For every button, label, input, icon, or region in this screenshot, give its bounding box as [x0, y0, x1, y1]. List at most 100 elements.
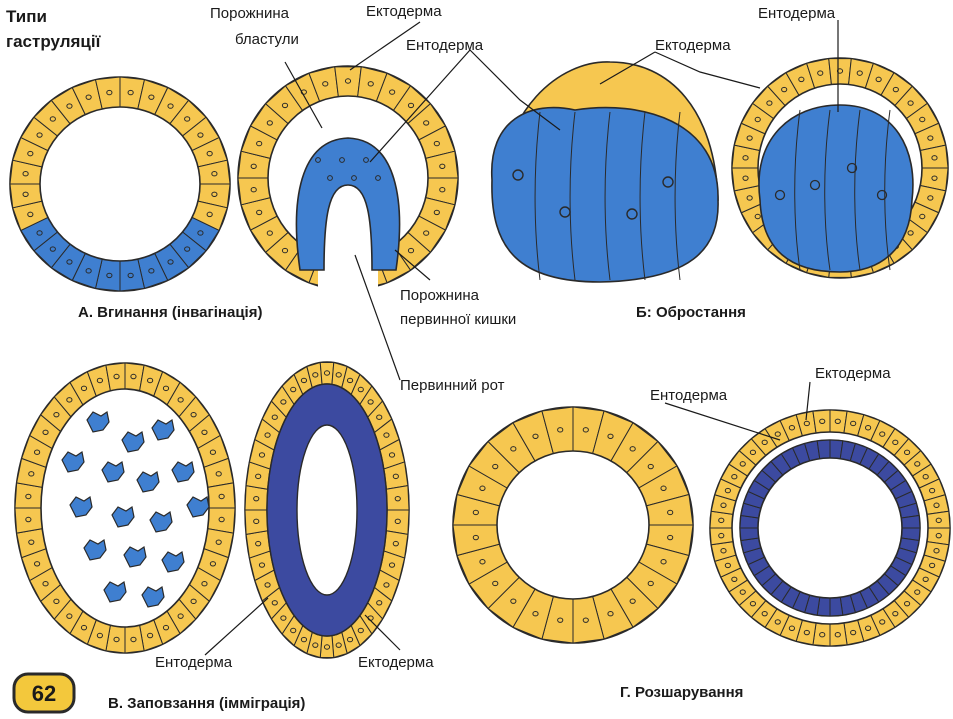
cell-nucleus: [803, 420, 810, 427]
cell-nucleus: [346, 377, 354, 384]
cell-nucleus: [914, 589, 921, 595]
cell-nucleus: [929, 562, 936, 569]
label-ectoderm-a: Ектодерма: [366, 3, 442, 20]
cell-nucleus: [383, 432, 390, 438]
cell-nucleus: [394, 518, 401, 525]
cell-nucleus: [253, 518, 260, 525]
cell-nucleus: [27, 211, 34, 218]
cell-nucleus: [281, 102, 289, 109]
cell: [828, 58, 852, 85]
cell-nucleus: [892, 610, 899, 617]
label-archenteron-line-2: первинної кишки: [400, 311, 516, 328]
archenteron-cavity: [296, 424, 358, 596]
cell-nucleus: [357, 386, 364, 393]
migrating-cell: [86, 411, 110, 433]
cell-nucleus: [510, 446, 517, 452]
label-endoderm-v: Ентодерма: [155, 654, 233, 671]
cell-nucleus: [209, 561, 217, 567]
cell-boundary: [824, 109, 831, 271]
immigration-early-figure: [14, 362, 236, 654]
cell-nucleus: [215, 471, 222, 477]
cell-nucleus: [919, 213, 926, 220]
cell-nucleus: [718, 517, 725, 524]
cell-nucleus: [49, 116, 56, 122]
cell-nucleus: [113, 636, 120, 643]
cell-nucleus: [280, 399, 287, 405]
cell-nucleus: [935, 532, 942, 539]
cell-nucleus: [933, 502, 940, 508]
cell-nucleus: [919, 116, 926, 123]
blastula-figure: [9, 76, 231, 292]
cell-nucleus: [774, 619, 781, 625]
cell: [816, 439, 831, 460]
cell-nucleus: [720, 502, 727, 508]
cell-nucleus: [739, 589, 746, 595]
cell-nucleus: [834, 418, 841, 424]
cell-nucleus: [746, 135, 753, 141]
migrating-cell: [151, 419, 175, 441]
cell-nucleus: [201, 429, 208, 435]
endoderm-mass: [758, 104, 914, 273]
cell-nucleus: [720, 548, 727, 554]
cell-nucleus: [724, 562, 731, 569]
leader-lines: [204, 20, 839, 656]
migrating-cell: [111, 506, 135, 528]
delamination-late-figure: [709, 409, 951, 647]
label-ectoderm-v: Ектодерма: [358, 654, 434, 671]
cell-nucleus: [218, 516, 225, 523]
cell-nucleus: [510, 598, 517, 604]
cell-nucleus: [879, 619, 886, 625]
cell-nucleus: [781, 86, 788, 93]
cell-nucleus: [742, 175, 749, 181]
caption-g: Г. Розшарування: [620, 684, 743, 701]
cell-nucleus: [392, 540, 399, 547]
cell-nucleus: [130, 636, 137, 643]
cell-nucleus: [209, 449, 217, 455]
cell-nucleus: [749, 449, 757, 456]
title-line-2: гаструляції: [6, 32, 102, 51]
cell-nucleus: [323, 644, 331, 650]
cell-nucleus: [817, 70, 824, 76]
cell-nucleus: [761, 610, 768, 617]
label-ectoderm-g: Ектодерма: [815, 365, 891, 382]
cell-nucleus: [80, 385, 88, 392]
cell-nucleus: [66, 103, 73, 109]
cell-nucleus: [754, 116, 761, 123]
cell-nucleus: [856, 70, 863, 76]
cell-nucleus: [339, 157, 345, 163]
cell-nucleus: [327, 175, 333, 181]
cell-nucleus: [281, 247, 289, 254]
cell-nucleus: [290, 627, 297, 634]
cell-nucleus: [557, 427, 564, 433]
migrating-cell: [61, 451, 85, 473]
cell-nucleus: [879, 431, 886, 437]
cell-nucleus: [85, 268, 92, 274]
cell-nucleus: [724, 487, 731, 494]
cell-nucleus: [532, 433, 539, 440]
invagination-figure: [237, 65, 459, 295]
cell-nucleus: [407, 247, 415, 254]
cell-nucleus: [933, 548, 940, 554]
cell-nucleus: [130, 373, 137, 380]
cell-nucleus: [266, 120, 273, 126]
cell-nucleus: [472, 534, 479, 541]
cell-nucleus: [335, 372, 342, 378]
cell-nucleus: [250, 186, 257, 193]
cell-nucleus: [351, 175, 357, 181]
cell-nucleus: [667, 534, 674, 541]
cell-nucleus: [850, 629, 857, 636]
cell-nucleus: [626, 208, 638, 220]
cell-nucleus: [492, 463, 499, 470]
ring-inner: [757, 457, 903, 599]
label-ectoderm-b: Ектодерма: [655, 37, 731, 54]
cell-nucleus: [376, 414, 383, 420]
label-blastocoel: Порожнина бластули: [210, 5, 299, 48]
migrating-cell: [136, 471, 160, 493]
cell-nucleus: [742, 155, 749, 161]
cell-nucleus: [66, 259, 73, 265]
cell-nucleus: [907, 100, 914, 106]
label-blastocoel-line-1: Порожнина: [210, 5, 290, 22]
cell-boundary: [604, 111, 611, 281]
cell-nucleus: [53, 411, 60, 418]
cell: [829, 622, 848, 647]
